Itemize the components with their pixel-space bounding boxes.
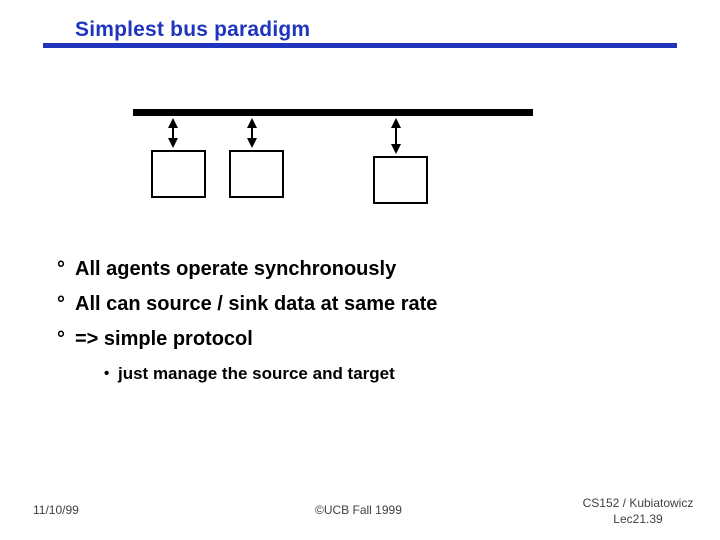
- footer-lecture-number: Lec21.39: [613, 512, 663, 526]
- footer-copyright: ©UCB Fall 1999: [315, 503, 402, 517]
- bullet-item: ° All agents operate synchronously: [57, 258, 396, 280]
- footer-course-block: CS152 / Kubiatowicz Lec21.39: [563, 495, 713, 527]
- bullet-text: => simple protocol: [75, 328, 253, 350]
- agent-box-2: [229, 150, 284, 198]
- bullet-text: just manage the source and target: [118, 364, 395, 383]
- bullet-marker: °: [57, 293, 65, 315]
- bus-line: [133, 109, 533, 116]
- bullet-marker: °: [57, 258, 65, 280]
- agent-box-1: [151, 150, 206, 198]
- title-underline: [43, 43, 677, 48]
- footer-date: 11/10/99: [33, 503, 79, 517]
- page-title: Simplest bus paradigm: [75, 18, 311, 41]
- bullet-marker: •: [104, 365, 110, 382]
- bullet-item: ° => simple protocol: [57, 328, 253, 350]
- bullet-sub-item: • just manage the source and target: [104, 364, 395, 383]
- bullet-text: All agents operate synchronously: [75, 258, 397, 280]
- bullet-item: ° All can source / sink data at same rat…: [57, 293, 437, 315]
- bullet-marker: °: [57, 328, 65, 350]
- bus-diagram: [133, 109, 533, 204]
- agent-box-3: [373, 156, 428, 204]
- footer-course-name: CS152 / Kubiatowicz: [582, 496, 694, 510]
- bullet-text: All can source / sink data at same rate: [75, 293, 438, 315]
